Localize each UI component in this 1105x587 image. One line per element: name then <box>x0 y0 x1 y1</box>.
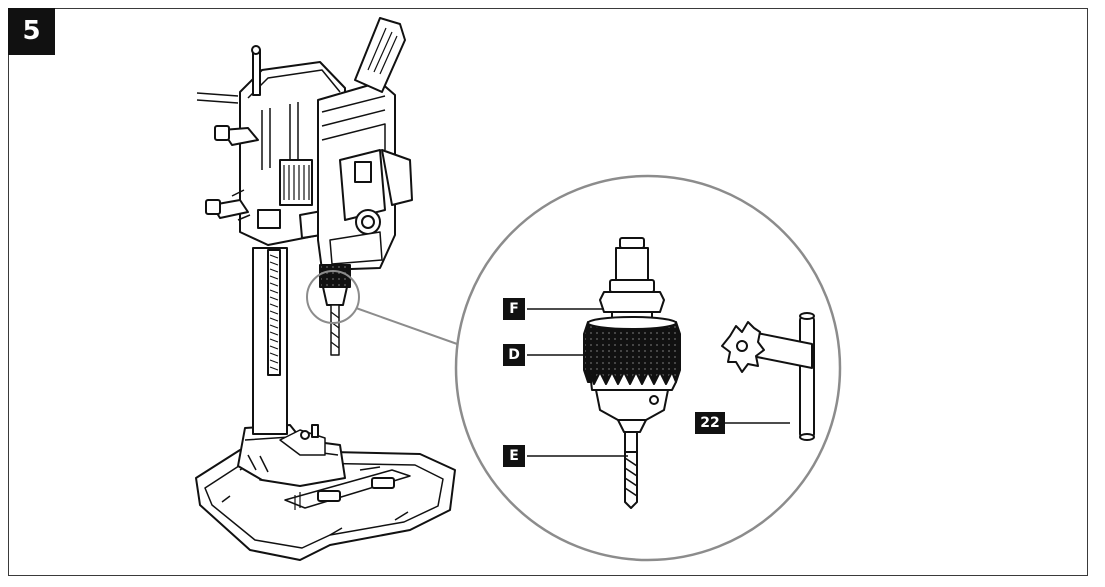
small-zoom-circle <box>306 270 360 324</box>
top-pin <box>251 45 261 96</box>
chuck-detail <box>583 237 681 509</box>
chuck-key-detail <box>721 312 815 441</box>
callout-f: F <box>503 298 525 320</box>
callout-e: E <box>503 445 525 467</box>
figure-frame <box>8 8 1088 576</box>
leader-lines <box>527 308 790 457</box>
figure-number-badge: 5 <box>8 8 55 55</box>
side-lever <box>381 149 413 206</box>
callout-d: D <box>503 344 525 366</box>
press-chuck <box>319 264 351 356</box>
nut-f <box>599 291 665 313</box>
key-handle <box>799 315 815 439</box>
drill-press <box>195 17 456 561</box>
column <box>252 247 288 435</box>
top-lever <box>354 17 406 93</box>
callout-22: 22 <box>695 412 725 434</box>
motor-housing <box>317 81 396 271</box>
left-handles <box>196 92 259 221</box>
zoom-connector-line <box>355 307 461 346</box>
column-mount <box>237 424 346 487</box>
